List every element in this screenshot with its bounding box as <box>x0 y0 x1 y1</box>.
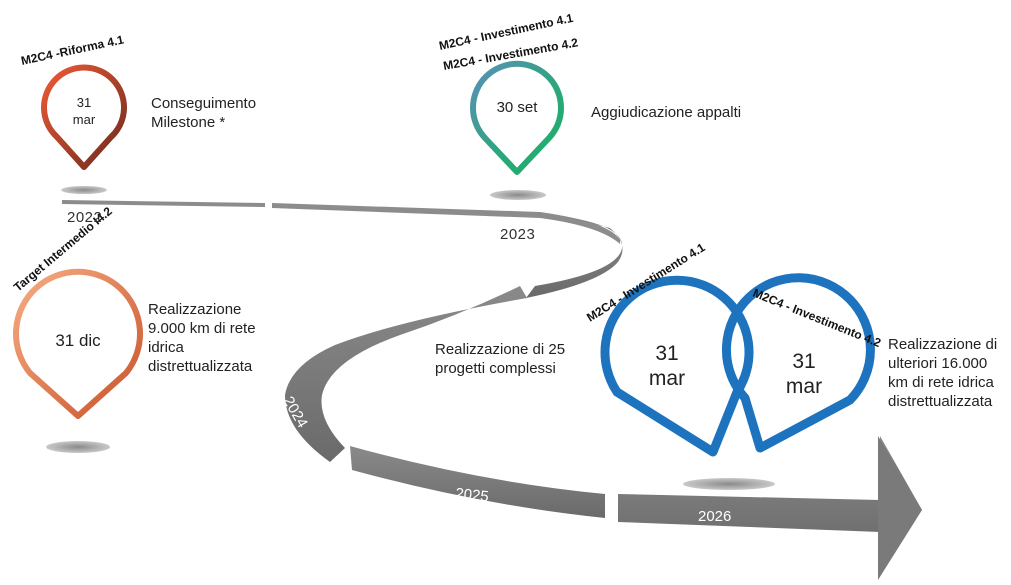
road-segment-2022 <box>62 200 265 207</box>
year-2026: 2026 <box>698 508 731 525</box>
desc-milestone-4: Realizzazione di 25 progetti complessi <box>435 341 566 377</box>
road-curve <box>526 216 623 298</box>
year-2023: 2023 <box>500 226 536 243</box>
pin-red <box>41 64 127 170</box>
date-day: 31 <box>792 350 816 373</box>
tag-riforma: M2C4 -Riforma 4.1 <box>20 32 126 68</box>
desc-milestone-5: Realizzazione di ulteriori 16.000 km di … <box>888 336 998 410</box>
pin-shadow <box>683 478 775 490</box>
year-2025: 2025 <box>455 485 490 505</box>
desc-milestone-2: Aggiudicazione appalti <box>591 104 742 121</box>
date-day: 31 <box>76 95 92 110</box>
road-arrowhead <box>878 436 922 580</box>
desc-milestone-3: Realizzazione 9.000 km di rete idrica di… <box>148 301 256 375</box>
pin-blue-left <box>600 275 754 457</box>
road-segment-2023 <box>272 203 620 244</box>
road-segment-2026 <box>618 436 922 555</box>
date-month: mar <box>785 375 823 398</box>
pin-blue-left-date: 31 mar <box>625 341 709 391</box>
pin-blue-right-date: 31 mar <box>762 349 846 399</box>
road-segment-2025 <box>350 446 605 518</box>
road-curve-lower <box>285 286 527 462</box>
date-day: 31 <box>655 342 679 365</box>
date-month: mar <box>648 367 686 390</box>
pin-shadow <box>61 186 107 194</box>
pin-orange <box>13 268 143 419</box>
year-2022: 2022 <box>67 209 103 226</box>
pin-shadow <box>46 441 110 453</box>
desc-milestone-1: Conseguimento Milestone * <box>151 95 257 131</box>
pin-teal <box>470 60 564 175</box>
pin-red-date: 31 mar <box>60 94 108 128</box>
pin-blue-right <box>721 273 875 453</box>
pin-orange-date: 31 dic <box>55 331 101 350</box>
pin-teal-date: 30 set <box>496 99 538 116</box>
date-month: mar <box>72 112 96 127</box>
pin-shadow <box>490 190 546 200</box>
